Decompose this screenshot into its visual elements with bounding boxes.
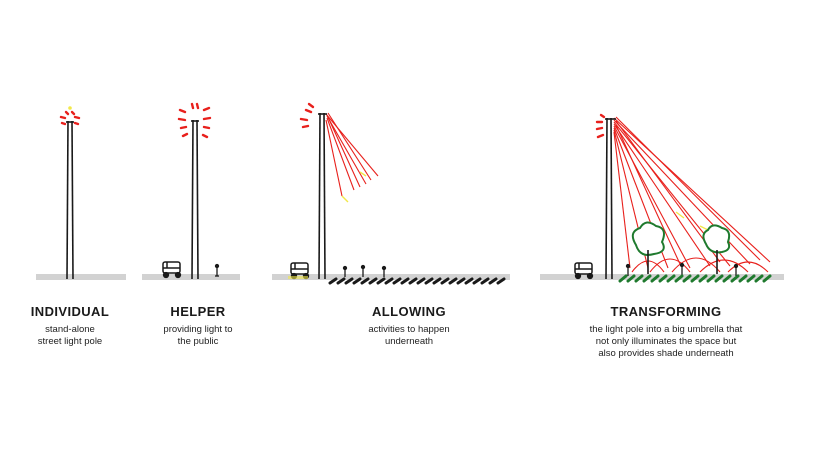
light-burst bbox=[299, 102, 315, 129]
street-light-pole bbox=[605, 117, 616, 280]
caption-line: underneath bbox=[384, 336, 434, 347]
light-burst bbox=[59, 110, 81, 126]
light-burst bbox=[595, 113, 606, 139]
caption-line: stand-alone bbox=[45, 324, 95, 335]
caption-line: also provides shade underneath bbox=[598, 348, 734, 359]
beam-glow bbox=[341, 171, 367, 203]
light-glow bbox=[68, 106, 72, 110]
panel-title-individual: INDIVIDUAL bbox=[30, 304, 110, 319]
panel-transforming-sketch bbox=[540, 113, 784, 283]
caption-line: not only illuminates the space but bbox=[595, 336, 737, 347]
light-beams bbox=[325, 112, 379, 197]
caption-line: the public bbox=[177, 336, 219, 347]
light-burst bbox=[177, 102, 212, 139]
ground-strip bbox=[540, 274, 784, 280]
street-light-pole bbox=[318, 112, 327, 280]
crowd-marks bbox=[328, 277, 506, 285]
ground-strip bbox=[272, 274, 510, 280]
ground-strip bbox=[36, 274, 126, 280]
panel-title-transforming: TRANSFORMING bbox=[610, 304, 722, 319]
caption-line: the light pole into a big umbrella that bbox=[589, 324, 743, 335]
street-light-pole bbox=[191, 119, 199, 280]
caption-line: providing light to bbox=[163, 324, 233, 335]
panel-allowing-sketch bbox=[272, 102, 510, 285]
caption-line: activities to happen bbox=[368, 324, 450, 335]
grass-marks bbox=[618, 274, 772, 283]
tree-left bbox=[631, 221, 665, 274]
small-vehicle bbox=[162, 261, 182, 279]
ground-strip bbox=[142, 274, 240, 280]
panel-title-helper: HELPER bbox=[170, 304, 226, 319]
panel-caption-individual: stand-alone street light pole bbox=[14, 324, 126, 348]
caption-line: street light pole bbox=[37, 336, 103, 347]
small-vehicle bbox=[574, 262, 594, 280]
panel-individual-sketch bbox=[36, 106, 126, 280]
shade-arcs bbox=[631, 257, 769, 273]
panel-caption-transforming: the light pole into a big umbrella that … bbox=[566, 324, 766, 360]
panel-title-allowing: ALLOWING bbox=[372, 304, 446, 319]
panel-helper-sketch bbox=[142, 102, 240, 280]
street-light-pole bbox=[66, 120, 74, 280]
pedestrian-figure bbox=[214, 263, 220, 277]
people-figures bbox=[342, 264, 387, 277]
beam-glow bbox=[675, 211, 709, 231]
vehicle-glow bbox=[288, 276, 308, 279]
panel-caption-allowing: activities to happen underneath bbox=[334, 324, 484, 348]
tree-right bbox=[702, 224, 731, 274]
panel-caption-helper: providing light to the public bbox=[142, 324, 254, 348]
